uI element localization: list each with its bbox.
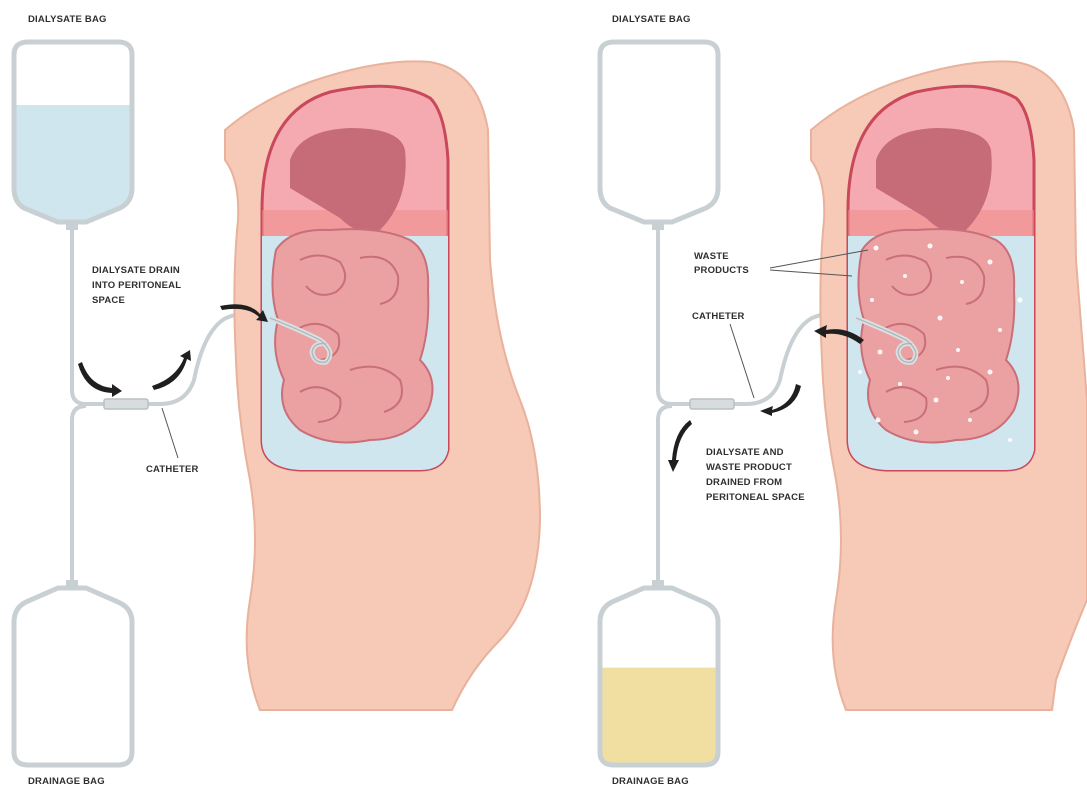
right-flow-label: DIALYSATE AND WASTE PRODUCT DRAINED FROM… xyxy=(706,447,805,503)
left-dialysate-bag-label: DIALYSATE BAG xyxy=(28,14,107,25)
right-drainage-bag-label: DRAINAGE BAG xyxy=(612,776,689,787)
left-catheter-pointer xyxy=(162,408,178,458)
right-dialysate-bag-label: DIALYSATE BAG xyxy=(612,14,691,25)
left-dialysate-fluid xyxy=(14,105,132,222)
right-drainage-bag xyxy=(600,580,718,765)
left-catheter-connector xyxy=(104,399,148,409)
right-catheter-pointer xyxy=(730,324,754,398)
left-flow-label: DIALYSATE DRAIN INTO PERITONEAL SPACE xyxy=(92,265,184,306)
left-panel: DIALYSATE BAG DRAINAGE BAG xyxy=(14,14,540,787)
left-intestines xyxy=(272,229,432,442)
right-drainage-fluid xyxy=(600,668,718,765)
left-catheter-label: CATHETER xyxy=(146,464,199,475)
right-dialysate-bag xyxy=(600,42,718,230)
left-drainage-bag xyxy=(14,580,132,765)
right-panel: DIALYSATE BAG DRAINAGE BAG xyxy=(600,14,1087,787)
left-drainage-bag-label: DRAINAGE BAG xyxy=(28,776,105,787)
right-body xyxy=(811,61,1087,710)
right-catheter-connector xyxy=(690,399,734,409)
right-catheter-label: CATHETER xyxy=(692,311,745,322)
right-intestines xyxy=(858,229,1018,442)
left-body xyxy=(225,61,540,710)
right-waste-label: WASTE PRODUCTS xyxy=(694,251,749,276)
left-dialysate-bag xyxy=(14,42,132,230)
